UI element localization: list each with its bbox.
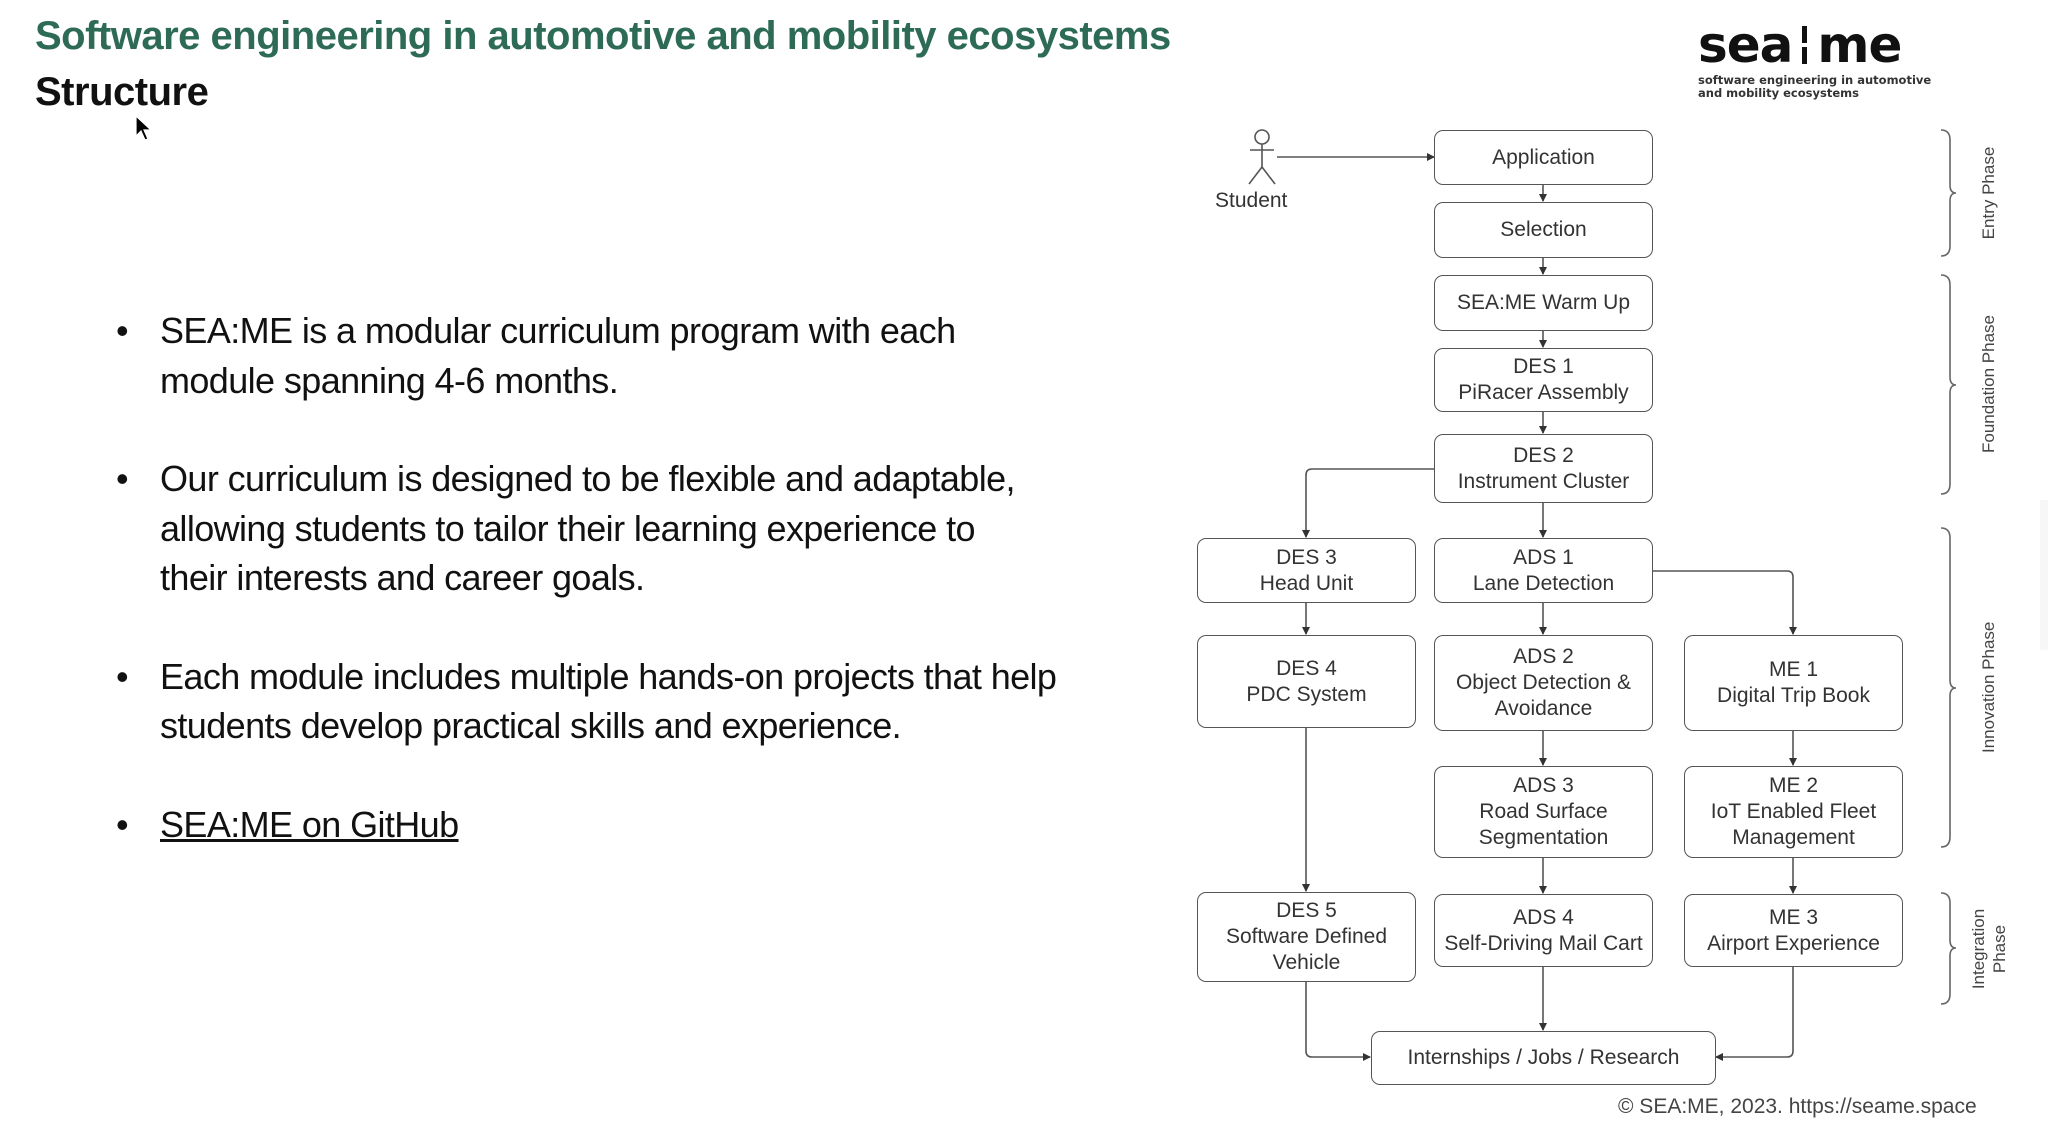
bullet-dot-icon: • [116, 458, 129, 499]
seame-logo: sea me software engineering in automotiv… [1698, 18, 1938, 100]
node-des4: DES 4 PDC System [1197, 635, 1416, 728]
node-code: ME 2 [1768, 774, 1818, 797]
node-title: PiRacer Assembly [1458, 381, 1629, 404]
node-title: Software Defined Vehicle [1225, 925, 1388, 974]
node-me2: ME 2 IoT Enabled Fleet Management [1684, 766, 1903, 858]
logo-word-right: me [1817, 16, 1902, 74]
phase-label-innovation: Innovation Phase [1979, 621, 1998, 753]
node-title: IoT Enabled Fleet Management [1710, 800, 1877, 849]
node-code: DES 5 [1276, 899, 1337, 922]
node-title: SEA:ME Warm Up [1456, 291, 1631, 314]
bullet-dot-icon: • [116, 803, 129, 845]
node-warmup: SEA:ME Warm Up [1434, 275, 1653, 331]
node-code: DES 1 [1513, 355, 1574, 378]
node-title: PDC System [1246, 682, 1367, 706]
phase-label-foundation: Foundation Phase [1979, 315, 1998, 453]
node-title: Road Surface Segmentation [1478, 800, 1609, 849]
node-des3: DES 3 Head Unit [1197, 538, 1416, 603]
node-application: Application [1434, 130, 1653, 185]
bullet-dot-icon: • [116, 310, 129, 351]
logo-tagline-2: and mobility ecosystems [1698, 86, 1859, 100]
node-code: ADS 1 [1513, 545, 1574, 569]
node-code: ADS 3 [1513, 774, 1574, 797]
node-title: Head Unit [1259, 571, 1354, 595]
bullet-item: • SEA:ME is a modular curriculum program… [110, 306, 1040, 405]
student-actor-icon [1248, 129, 1276, 185]
brace-foundation-icon [1940, 274, 1957, 495]
node-code: ME 1 [1768, 658, 1818, 681]
node-code: ME 3 [1768, 905, 1818, 929]
bullet-item: • SEA:ME on GitHub [110, 800, 1070, 850]
brace-innovation-icon [1940, 527, 1957, 848]
node-title: Self-Driving Mail Cart [1444, 931, 1643, 955]
node-title: Selection [1500, 218, 1587, 241]
edge-me3-outcome [1715, 967, 1794, 1061]
node-ads1: ADS 1 Lane Detection [1434, 538, 1653, 603]
node-title: Instrument Cluster [1457, 469, 1630, 493]
logo-separator-icon [1802, 26, 1808, 64]
node-code: DES 3 [1276, 545, 1337, 569]
node-me1: ME 1 Digital Trip Book [1684, 635, 1903, 731]
edge-des5-outcome [1305, 982, 1371, 1061]
mouse-cursor-icon [135, 115, 153, 141]
node-des5: DES 5 Software Defined Vehicle [1197, 892, 1416, 982]
node-code: ADS 4 [1513, 905, 1574, 929]
logo-tagline-1: software engineering in automotive [1698, 73, 1932, 87]
node-outcome: Internships / Jobs / Research [1371, 1031, 1716, 1085]
node-title: Digital Trip Book [1717, 684, 1870, 707]
node-title: Object Detection & Avoidance [1455, 671, 1632, 720]
bullet-text: Each module includes multiple hands-on p… [160, 655, 1057, 747]
node-title: Airport Experience [1707, 931, 1880, 955]
edge-ads1-me1 [1653, 570, 1797, 635]
node-title: Application [1492, 145, 1595, 169]
node-me3: ME 3 Airport Experience [1684, 894, 1903, 967]
slide-title: Software engineering in automotive and m… [35, 14, 1171, 58]
node-code: ADS 2 [1513, 645, 1574, 668]
node-des1: DES 1 PiRacer Assembly [1434, 348, 1653, 412]
student-label: Student [1215, 189, 1288, 212]
phase-label-entry: Entry Phase [1979, 146, 1998, 240]
node-code: DES 4 [1276, 656, 1337, 680]
bullet-text: Our curriculum is designed to be flexibl… [160, 458, 1016, 598]
github-link[interactable]: SEA:ME on GitHub [160, 803, 459, 845]
edge-scrollbar [2040, 500, 2048, 650]
logo-word-left: sea [1698, 16, 1793, 74]
slide-subtitle: Structure [35, 70, 209, 114]
node-title: Internships / Jobs / Research [1407, 1046, 1680, 1069]
node-code: DES 2 [1513, 443, 1574, 467]
brace-entry-icon [1940, 129, 1957, 257]
bullet-list: • SEA:ME is a modular curriculum program… [110, 306, 1070, 898]
brace-integration-icon [1940, 892, 1957, 1005]
node-ads4: ADS 4 Self-Driving Mail Cart [1434, 894, 1653, 967]
edge-des2-des3 [1302, 468, 1434, 538]
node-ads3: ADS 3 Road Surface Segmentation [1434, 766, 1653, 858]
node-selection: Selection [1434, 202, 1653, 258]
phase-label-integration: Integration Phase [1969, 908, 2009, 990]
node-ads2: ADS 2 Object Detection & Avoidance [1434, 635, 1653, 731]
node-title: Lane Detection [1472, 571, 1615, 595]
bullet-item: • Our curriculum is designed to be flexi… [110, 454, 1050, 603]
node-des2: DES 2 Instrument Cluster [1434, 434, 1653, 503]
bullet-item: • Each module includes multiple hands-on… [110, 652, 1110, 751]
bullet-dot-icon: • [116, 655, 129, 697]
copyright-footer: © SEA:ME, 2023. https://seame.space [1618, 1095, 1977, 1118]
bullet-text: SEA:ME is a modular curriculum program w… [160, 310, 956, 401]
